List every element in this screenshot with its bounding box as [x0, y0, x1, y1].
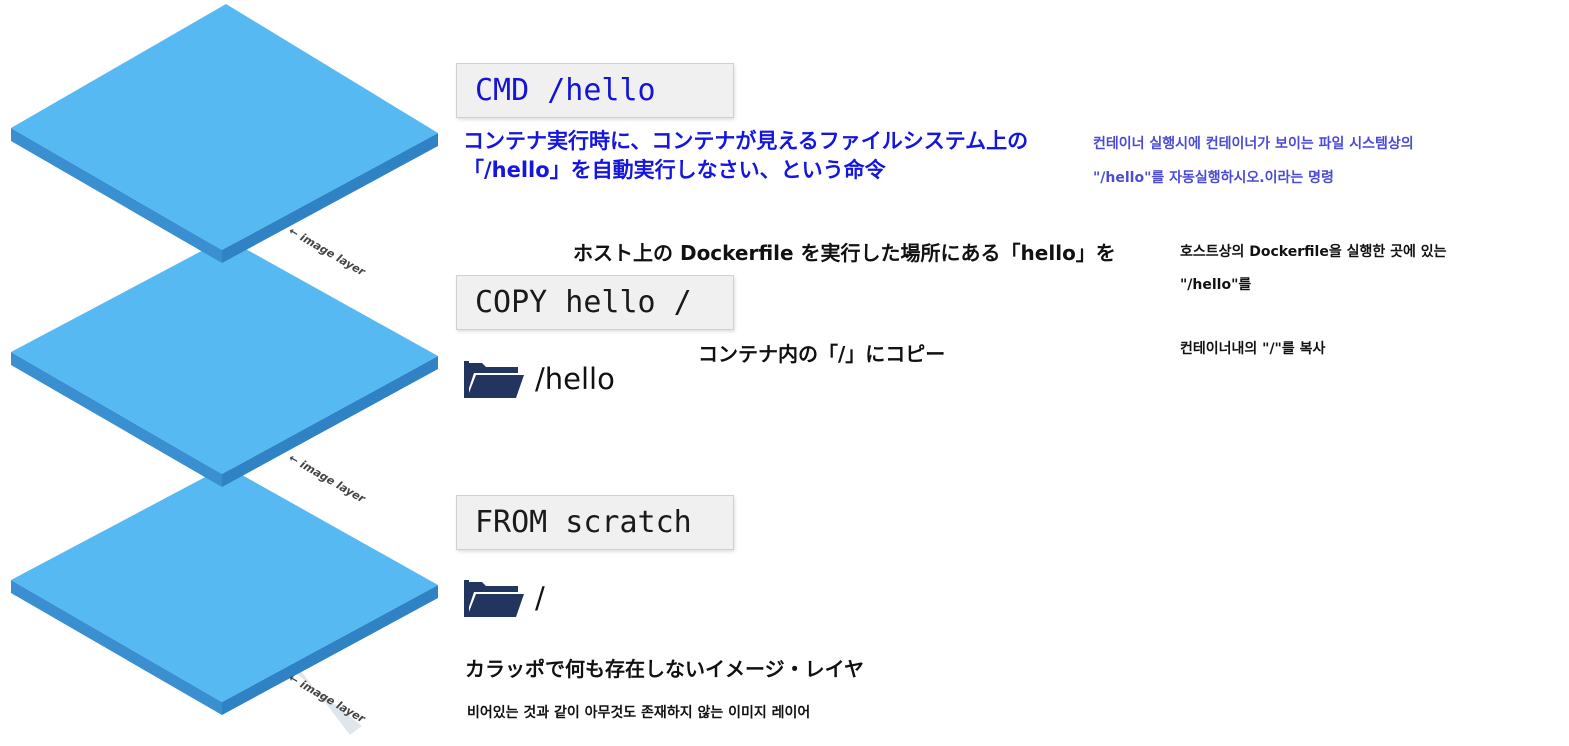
from-description-ja: カラッポで何も存在しないイメージ・レイヤ	[465, 657, 864, 681]
cmd-description-ja-line1: コンテナ実行時に、コンテナが見えるファイルシステム上の	[463, 129, 1029, 153]
copy-instruction-box: COPY hello /	[456, 275, 734, 330]
copy-path-label: /hello	[535, 362, 615, 396]
layer-caption-top: ← image layer	[287, 224, 368, 278]
copy-instruction-code: COPY hello /	[475, 285, 692, 320]
copy-host-description-ko-line2: "/hello"를	[1180, 277, 1252, 293]
copy-host-description-ko-line1: 호스트상의 Dockerfile을 실행한 곳에 있는	[1180, 244, 1447, 260]
cmd-description-ko-line1: 컨테이너 실행시에 컨테이너가 보이는 파일 시스템상의	[1093, 136, 1414, 152]
cmd-instruction-box: CMD /hello	[456, 63, 734, 118]
layer-side-right-middle	[222, 356, 438, 487]
cmd-description-ko: 컨테이너 실행시에 컨테이너가 보이는 파일 시스템상의 "/hello"를 자…	[1093, 127, 1414, 195]
from-path-label: /	[535, 581, 545, 615]
layer-caption-middle: ← image layer	[287, 451, 368, 505]
layer-top-middle	[11, 238, 438, 474]
layer-top-bottom	[11, 466, 438, 702]
folder-icon	[464, 580, 524, 617]
layer-side-left-bottom	[11, 580, 222, 715]
copy-dest-description-ko: 컨테이너내의 "/"를 복사	[1180, 341, 1326, 357]
image-layer-middle: ← image layer	[11, 238, 438, 506]
cmd-instruction-code: CMD /hello	[475, 73, 656, 108]
image-layer-top: ← image layer	[11, 4, 438, 279]
layer-side-left-top	[11, 128, 222, 263]
copy-host-description-ko: 호스트상의 Dockerfile을 실행한 곳에 있는 "/hello"를	[1180, 236, 1446, 302]
cmd-description-ja-line2: 「/hello」を自動実行しなさい、という命令	[463, 158, 886, 182]
copy-host-description-ja: ホスト上の Dockerfile を実行した場所にある「hello」を	[573, 241, 1116, 265]
layer-tab-bottom	[298, 667, 362, 735]
layer-side-right-top	[222, 133, 438, 263]
cmd-description-ko-line2: "/hello"를 자동실행하시오.이라는 명령	[1093, 170, 1334, 186]
cmd-description-ja: コンテナ実行時に、コンテナが見えるファイルシステム上の 「/hello」を自動実…	[463, 127, 1028, 185]
from-instruction-code: FROM scratch	[475, 505, 692, 540]
image-layer-bottom: ← image layer	[11, 466, 438, 735]
from-instruction-box: FROM scratch	[456, 495, 734, 550]
folder-icon	[464, 361, 524, 398]
layer-side-right-bottom	[222, 585, 438, 715]
copy-dest-description-ja: コンテナ内の「/」にコピー	[698, 342, 946, 366]
layer-side-left-middle	[11, 352, 222, 487]
layer-top-top	[11, 4, 438, 250]
from-description-ko: 비어있는 것과 같이 아무것도 존재하지 않는 이미지 레이어	[467, 705, 811, 721]
layer-caption-bottom: ← image layer	[287, 671, 368, 725]
